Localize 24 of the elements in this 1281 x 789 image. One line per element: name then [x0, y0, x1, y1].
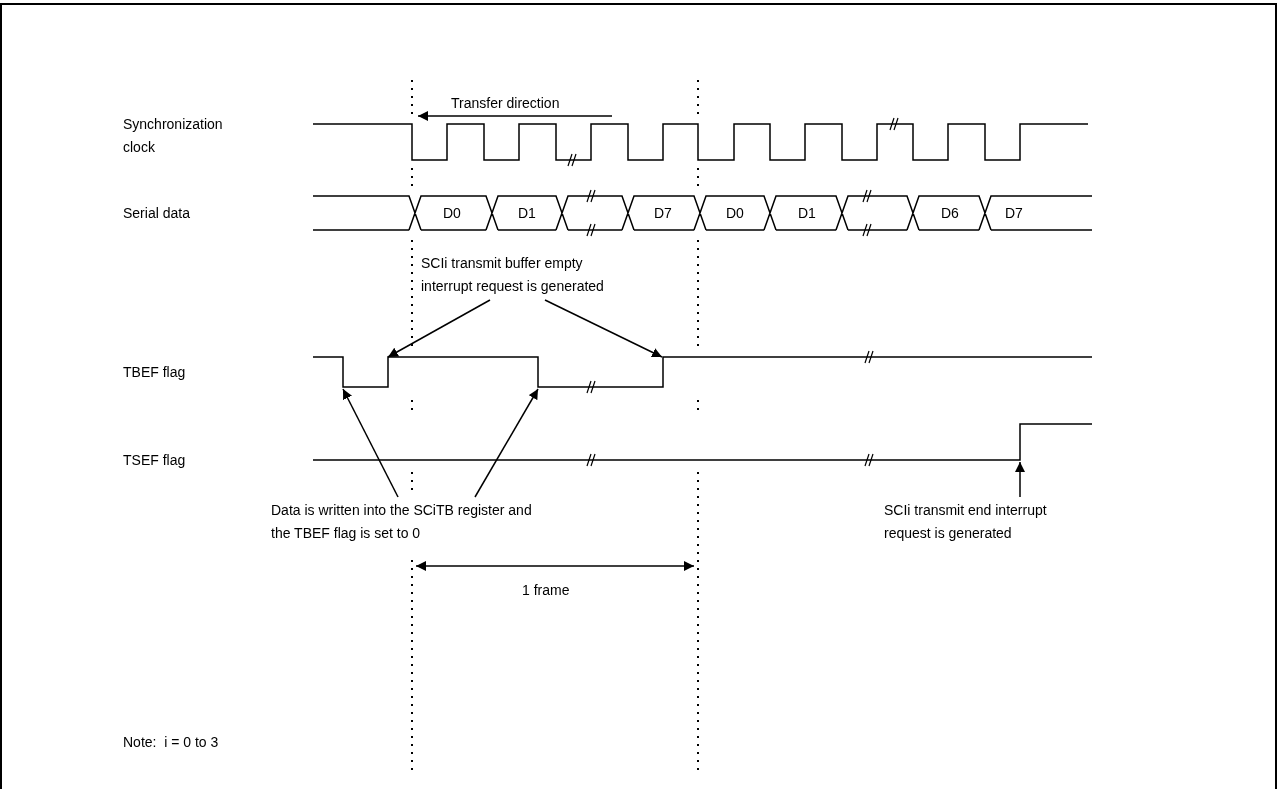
annotation-text: Data is written into the SCiTB register and the TBEF flag is set to 0: [271, 499, 539, 545]
leader-line: [1015, 461, 1025, 498]
data-bit-label: D1: [798, 204, 816, 223]
dimension-label: 1 frame: [522, 581, 570, 600]
signal-name: Serial data: [123, 204, 190, 223]
data-bit-label: D0: [443, 204, 461, 223]
data-bit-label: D7: [1005, 204, 1023, 223]
annotation-text: SCIi transmit end interrupt request is generated: [884, 499, 1084, 545]
signal-name: TSEF flag: [123, 451, 186, 470]
data-bit-label: D0: [726, 204, 744, 223]
leader-line: [342, 388, 399, 498]
signal-name: TBEF flag: [123, 363, 186, 382]
direction-label: Transfer direction: [451, 94, 560, 113]
leader-line: [544, 299, 663, 358]
leader-line: [474, 388, 539, 498]
leader-line: [387, 299, 491, 358]
note-text: Note: i = 0 to 3: [123, 733, 219, 752]
data-bit-label: D1: [518, 204, 536, 223]
signal-name: Synchronization clock: [123, 115, 224, 157]
annotation-text: SCIi transmit buffer empty interrupt request is generated: [421, 252, 626, 298]
flag-waveform: [312, 356, 1093, 388]
data-bit-label: D7: [654, 204, 672, 223]
flag-waveform: [312, 423, 1093, 461]
data-bit-label: D6: [941, 204, 959, 223]
